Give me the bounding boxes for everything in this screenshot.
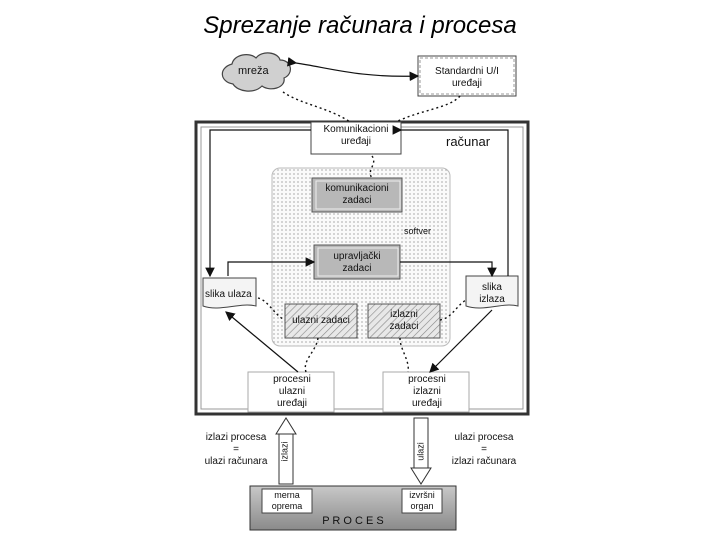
control-tasks-label-1: upravljački (333, 251, 381, 262)
dotted-outputtasks-to-outputimg (439, 299, 467, 321)
right-note-line-2: = (481, 444, 487, 455)
left-note-line-1: izlazi procesa (205, 432, 267, 443)
arrow-comm-to-input-image (205, 129, 311, 278)
computer-label: računar (446, 134, 491, 149)
actuator-label-2: organ (410, 501, 434, 511)
input-image-doc (202, 277, 257, 309)
output-tasks-box (367, 303, 441, 339)
process-input-devices-label-1: procesni (273, 374, 311, 385)
arrow-network-io (286, 57, 420, 82)
dotted-network-to-comm (282, 91, 351, 123)
standard-io-device (417, 55, 517, 97)
input-tasks-box (284, 303, 358, 339)
arrow-output-image-to-comm (392, 125, 509, 276)
output-tasks-label-1: izlazni (390, 309, 418, 320)
standard-io-label-1: Standardni U/I (435, 66, 499, 77)
process-output-arrow (275, 417, 297, 485)
arrow-input-image-to-control (227, 257, 316, 276)
dotted-comm-to-tasks (369, 155, 375, 179)
process-label: P R O C E S (322, 515, 384, 527)
page-title: Sprezanje računara i procesa (203, 12, 517, 39)
comm-tasks-label-1: komunikacioni (325, 183, 389, 194)
output-image-doc (465, 275, 519, 309)
left-note-line-3: ulazi računara (204, 456, 268, 467)
standard-io-label-2: uređaji (451, 78, 483, 89)
comm-devices-label-2: uređaji (340, 136, 372, 147)
output-image-label-1: slika (481, 282, 502, 293)
actuator-label-1: izvršni (409, 490, 435, 500)
right-note-line-1: ulazi procesa (454, 432, 514, 443)
process-output-devices-label-2: izlazni (413, 386, 441, 397)
process-output-devices-label-3: uređaji (411, 398, 443, 409)
inputs-vertical-label: ulazi (415, 442, 426, 461)
control-tasks-label-2: zadaci (342, 263, 372, 274)
process-output-devices-box (382, 371, 470, 413)
communication-devices-box (310, 121, 402, 155)
arrow-input-devices-to-image (225, 311, 299, 373)
process-output-devices-label-1: procesni (408, 374, 446, 385)
input-tasks-label: ulazni zadaci (292, 315, 350, 326)
output-tasks-label-2: zadaci (389, 321, 419, 332)
process-input-arrow (410, 417, 432, 485)
network-cloud (221, 52, 291, 92)
actuator-box (401, 488, 443, 514)
process-input-devices-label-2: ulazni (278, 386, 306, 397)
process-input-devices-label-3: uređaji (276, 398, 308, 409)
communication-tasks-box (311, 177, 403, 213)
left-note-line-2: = (233, 444, 239, 455)
input-image-label: slika ulaza (205, 289, 252, 300)
right-note-line-3: izlazi računara (451, 456, 517, 467)
software-label: softver (404, 226, 432, 236)
comm-tasks-label-2: zadaci (342, 195, 372, 206)
network-label: mreža (238, 65, 269, 77)
measuring-equipment-box (261, 488, 313, 514)
output-image-label-2: izlaza (479, 294, 505, 305)
process-input-devices-box (247, 371, 335, 413)
outputs-vertical-label: izlazi (279, 441, 290, 462)
arrow-control-to-output-image (400, 261, 497, 278)
arrow-image-to-output-devices (429, 309, 493, 373)
measuring-equipment-label-1: merna (274, 490, 300, 500)
dotted-io-to-comm (395, 95, 461, 123)
comm-devices-label-1: Komunikacioni (323, 124, 389, 135)
measuring-equipment-label-2: oprema (271, 501, 303, 511)
